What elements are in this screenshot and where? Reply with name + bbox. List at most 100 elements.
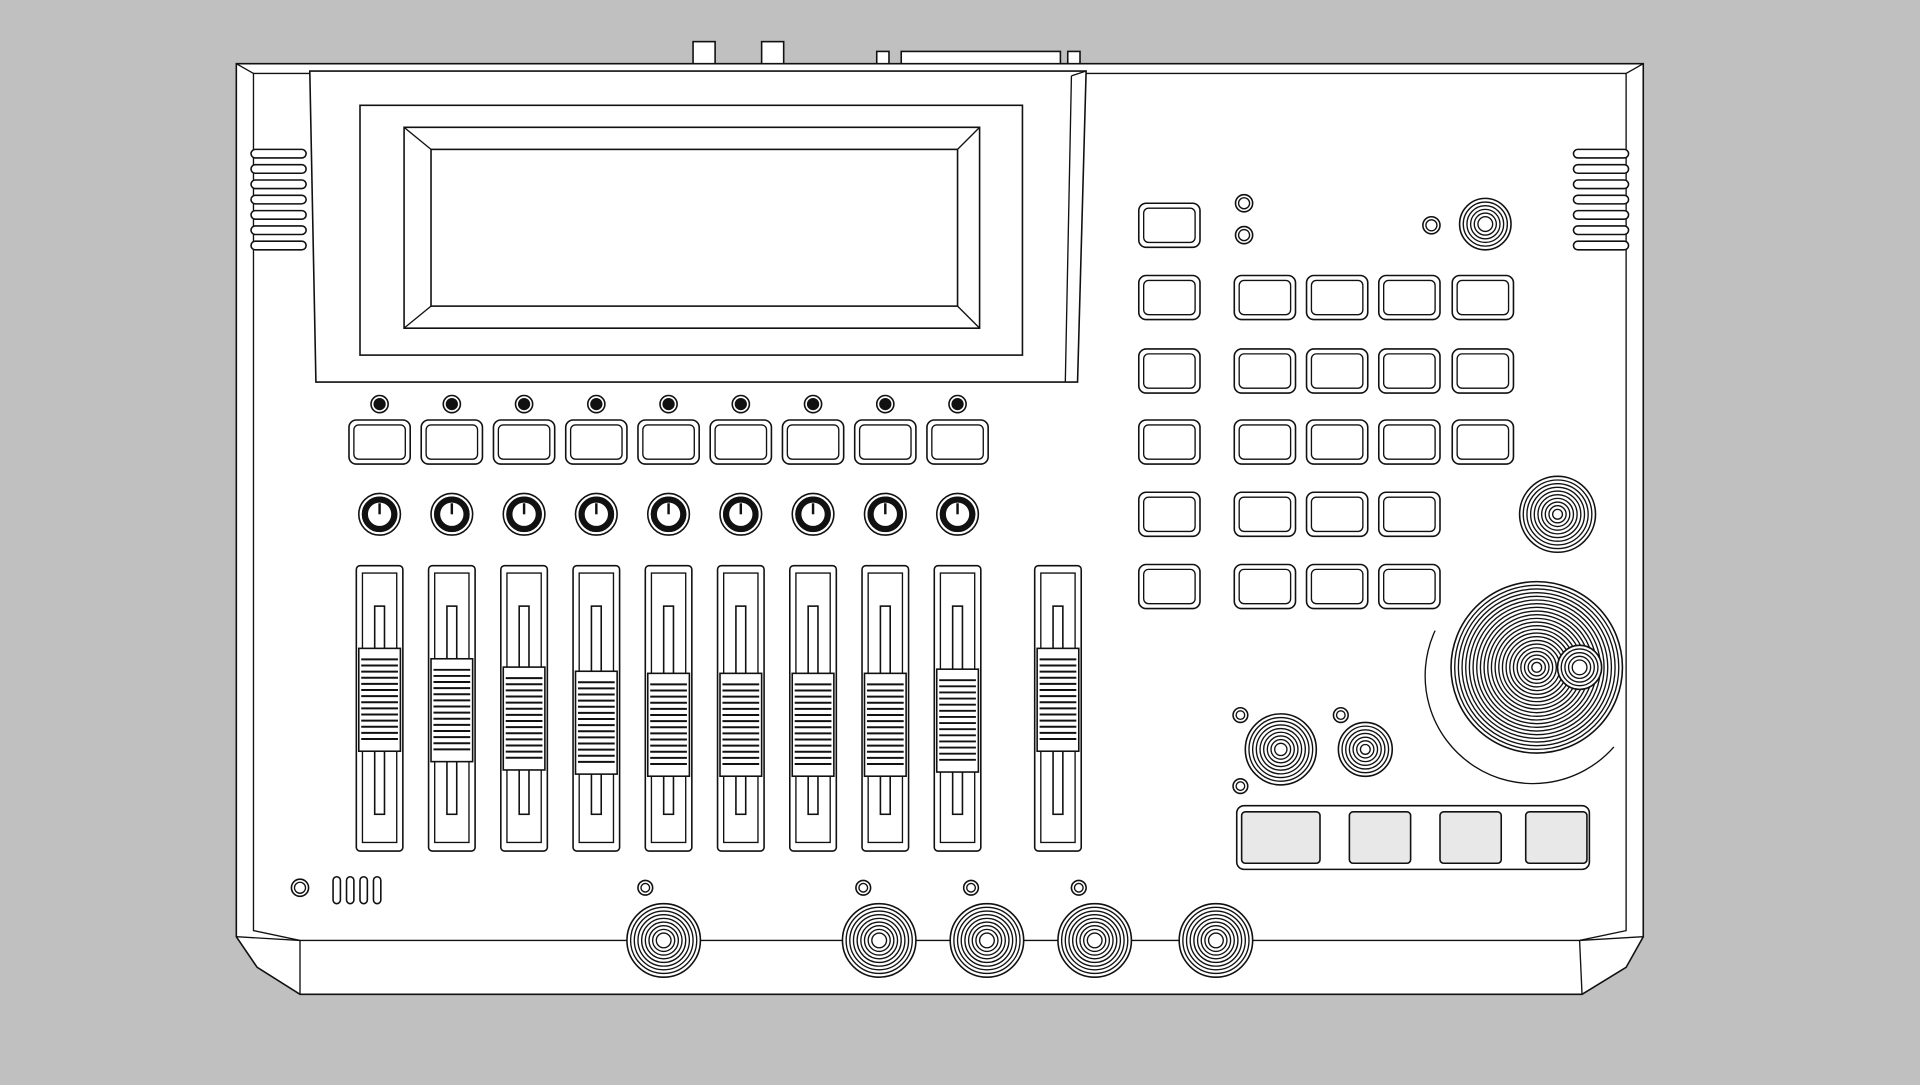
transport-pad-2[interactable] bbox=[1348, 811, 1412, 865]
fader-8[interactable] bbox=[861, 564, 910, 852]
bottom-knob-1-knurl bbox=[651, 928, 676, 953]
grid-button-r1c4[interactable] bbox=[1451, 274, 1515, 321]
grid-button-r3c2[interactable] bbox=[1305, 419, 1369, 465]
grid-button-r3c1[interactable] bbox=[1233, 419, 1297, 465]
fader-cap-2[interactable] bbox=[430, 657, 474, 763]
transport-pad-3[interactable] bbox=[1439, 811, 1503, 865]
channel-select-button-4[interactable] bbox=[564, 419, 628, 465]
jog-wheel-finger-dimple[interactable] bbox=[1556, 644, 1603, 691]
channel-select-button-1[interactable] bbox=[348, 419, 412, 465]
grid-button-r3c3[interactable] bbox=[1377, 419, 1441, 465]
channel-select-button-8[interactable] bbox=[853, 419, 917, 465]
grid-button-r5c2[interactable] bbox=[1305, 563, 1369, 610]
bottom-knob-5[interactable] bbox=[1178, 902, 1254, 978]
channel-knob-3[interactable] bbox=[502, 492, 546, 536]
grid-button-r3c2-outer bbox=[1305, 419, 1369, 465]
fader-cap-5[interactable] bbox=[646, 672, 691, 778]
left-rotary-knob[interactable] bbox=[1244, 713, 1318, 786]
bottom-knob-1-knurl bbox=[640, 917, 687, 964]
channel-select-button-7[interactable] bbox=[781, 419, 845, 465]
grid-button-r2c1[interactable] bbox=[1233, 348, 1297, 394]
left-column-button-2[interactable] bbox=[1137, 274, 1201, 321]
bottom-knob-3[interactable] bbox=[949, 902, 1025, 978]
grid-button-r1c1[interactable] bbox=[1233, 274, 1297, 321]
bottom-knob-4[interactable] bbox=[1057, 902, 1133, 978]
fader-9[interactable] bbox=[933, 564, 982, 852]
left-column-button-4[interactable] bbox=[1137, 419, 1201, 465]
channel-select-button-6[interactable] bbox=[709, 419, 773, 465]
knob-led-2-lens bbox=[1235, 781, 1246, 792]
status-led-2-lens bbox=[1237, 228, 1251, 242]
transport-pad-1[interactable] bbox=[1240, 811, 1321, 865]
fader-7[interactable] bbox=[789, 564, 838, 852]
grid-button-r3c4[interactable] bbox=[1451, 419, 1515, 465]
fader-cap-6[interactable] bbox=[719, 672, 763, 778]
data-knob[interactable] bbox=[1518, 475, 1597, 554]
grid-button-r2c3[interactable] bbox=[1377, 348, 1441, 394]
channel-knob-7[interactable] bbox=[791, 492, 835, 536]
knob-led-3-lens bbox=[1335, 710, 1346, 721]
channel-select-button-5[interactable] bbox=[637, 419, 700, 465]
left-column-button-6[interactable] bbox=[1137, 563, 1201, 610]
jog-wheel[interactable] bbox=[1450, 580, 1624, 754]
fader-3[interactable] bbox=[500, 564, 549, 852]
left-column-button-1[interactable] bbox=[1137, 202, 1201, 249]
fader-6[interactable] bbox=[716, 564, 765, 852]
grid-button-r1c3-face bbox=[1383, 279, 1436, 316]
grid-button-r5c3[interactable] bbox=[1377, 563, 1441, 610]
left-rotary-knob-knurl bbox=[1259, 727, 1303, 771]
grid-button-r2c2[interactable] bbox=[1305, 348, 1369, 394]
bottom-knob-1[interactable] bbox=[626, 902, 702, 978]
fader-2[interactable] bbox=[427, 564, 476, 852]
fader-cap-1[interactable] bbox=[357, 647, 402, 753]
knob-led-2 bbox=[1232, 777, 1249, 795]
channel-knob-8[interactable] bbox=[863, 492, 907, 536]
transport-pad-4[interactable] bbox=[1524, 811, 1588, 865]
channel-select-button-3[interactable] bbox=[492, 419, 556, 465]
grid-button-r5c1[interactable] bbox=[1233, 563, 1297, 610]
channel-select-button-9[interactable] bbox=[926, 419, 989, 465]
grid-button-r1c3[interactable] bbox=[1377, 274, 1441, 321]
grid-button-r4c3[interactable] bbox=[1377, 491, 1441, 538]
fader-cap-8[interactable] bbox=[863, 672, 907, 778]
bottom-knob-3-knurl bbox=[971, 925, 1003, 956]
left-column-button-3[interactable] bbox=[1137, 348, 1201, 394]
fader-1[interactable] bbox=[355, 564, 404, 852]
channel-knob-1[interactable] bbox=[357, 492, 402, 536]
channel-knob-2[interactable] bbox=[430, 492, 474, 536]
bottom-knob-2[interactable] bbox=[841, 902, 917, 978]
channel-select-button-2[interactable] bbox=[420, 419, 484, 465]
channel-knob-9[interactable] bbox=[935, 492, 980, 536]
fader-cap-9[interactable] bbox=[935, 668, 980, 773]
fader-4[interactable] bbox=[572, 564, 621, 852]
top-right-knob[interactable] bbox=[1458, 197, 1512, 251]
bottom-knob-5-knurl bbox=[1196, 921, 1235, 960]
bottom-knob-2-knurl bbox=[856, 917, 902, 964]
fader-cap-7[interactable] bbox=[791, 672, 835, 778]
bottom-knob-3-knurl bbox=[956, 910, 1017, 971]
top-right-knob-knurl bbox=[1477, 216, 1494, 233]
channel-knob-5[interactable] bbox=[646, 492, 691, 536]
grid-button-r4c1[interactable] bbox=[1233, 491, 1297, 538]
grid-button-r2c4[interactable] bbox=[1451, 348, 1515, 394]
left-column-button-4-outer bbox=[1137, 419, 1201, 465]
left-column-button-5[interactable] bbox=[1137, 491, 1201, 538]
jog-wheel-knurl bbox=[1523, 654, 1550, 681]
channel-knob-6[interactable] bbox=[719, 492, 763, 536]
bottom-knob-1-knurl bbox=[655, 932, 672, 949]
grid-button-r4c2[interactable] bbox=[1305, 491, 1369, 538]
grid-button-r1c3-outer bbox=[1377, 274, 1441, 321]
grid-button-r1c2[interactable] bbox=[1305, 274, 1369, 321]
left-vent-slot bbox=[250, 179, 307, 190]
fader-5[interactable] bbox=[644, 564, 693, 852]
right-vent-slot bbox=[1572, 179, 1630, 190]
bottom-knob-5-knurl bbox=[1200, 925, 1232, 956]
fader-cap-4[interactable] bbox=[574, 670, 618, 775]
channel-knob-4[interactable] bbox=[574, 492, 618, 536]
fader-cap-3[interactable] bbox=[502, 666, 546, 771]
fader-10[interactable] bbox=[1033, 564, 1083, 852]
fader-cap-10[interactable] bbox=[1036, 647, 1080, 753]
left-column-button-3-face bbox=[1143, 353, 1196, 389]
right-rotary-knob[interactable] bbox=[1337, 721, 1394, 778]
data-knob-knurl bbox=[1548, 505, 1567, 524]
